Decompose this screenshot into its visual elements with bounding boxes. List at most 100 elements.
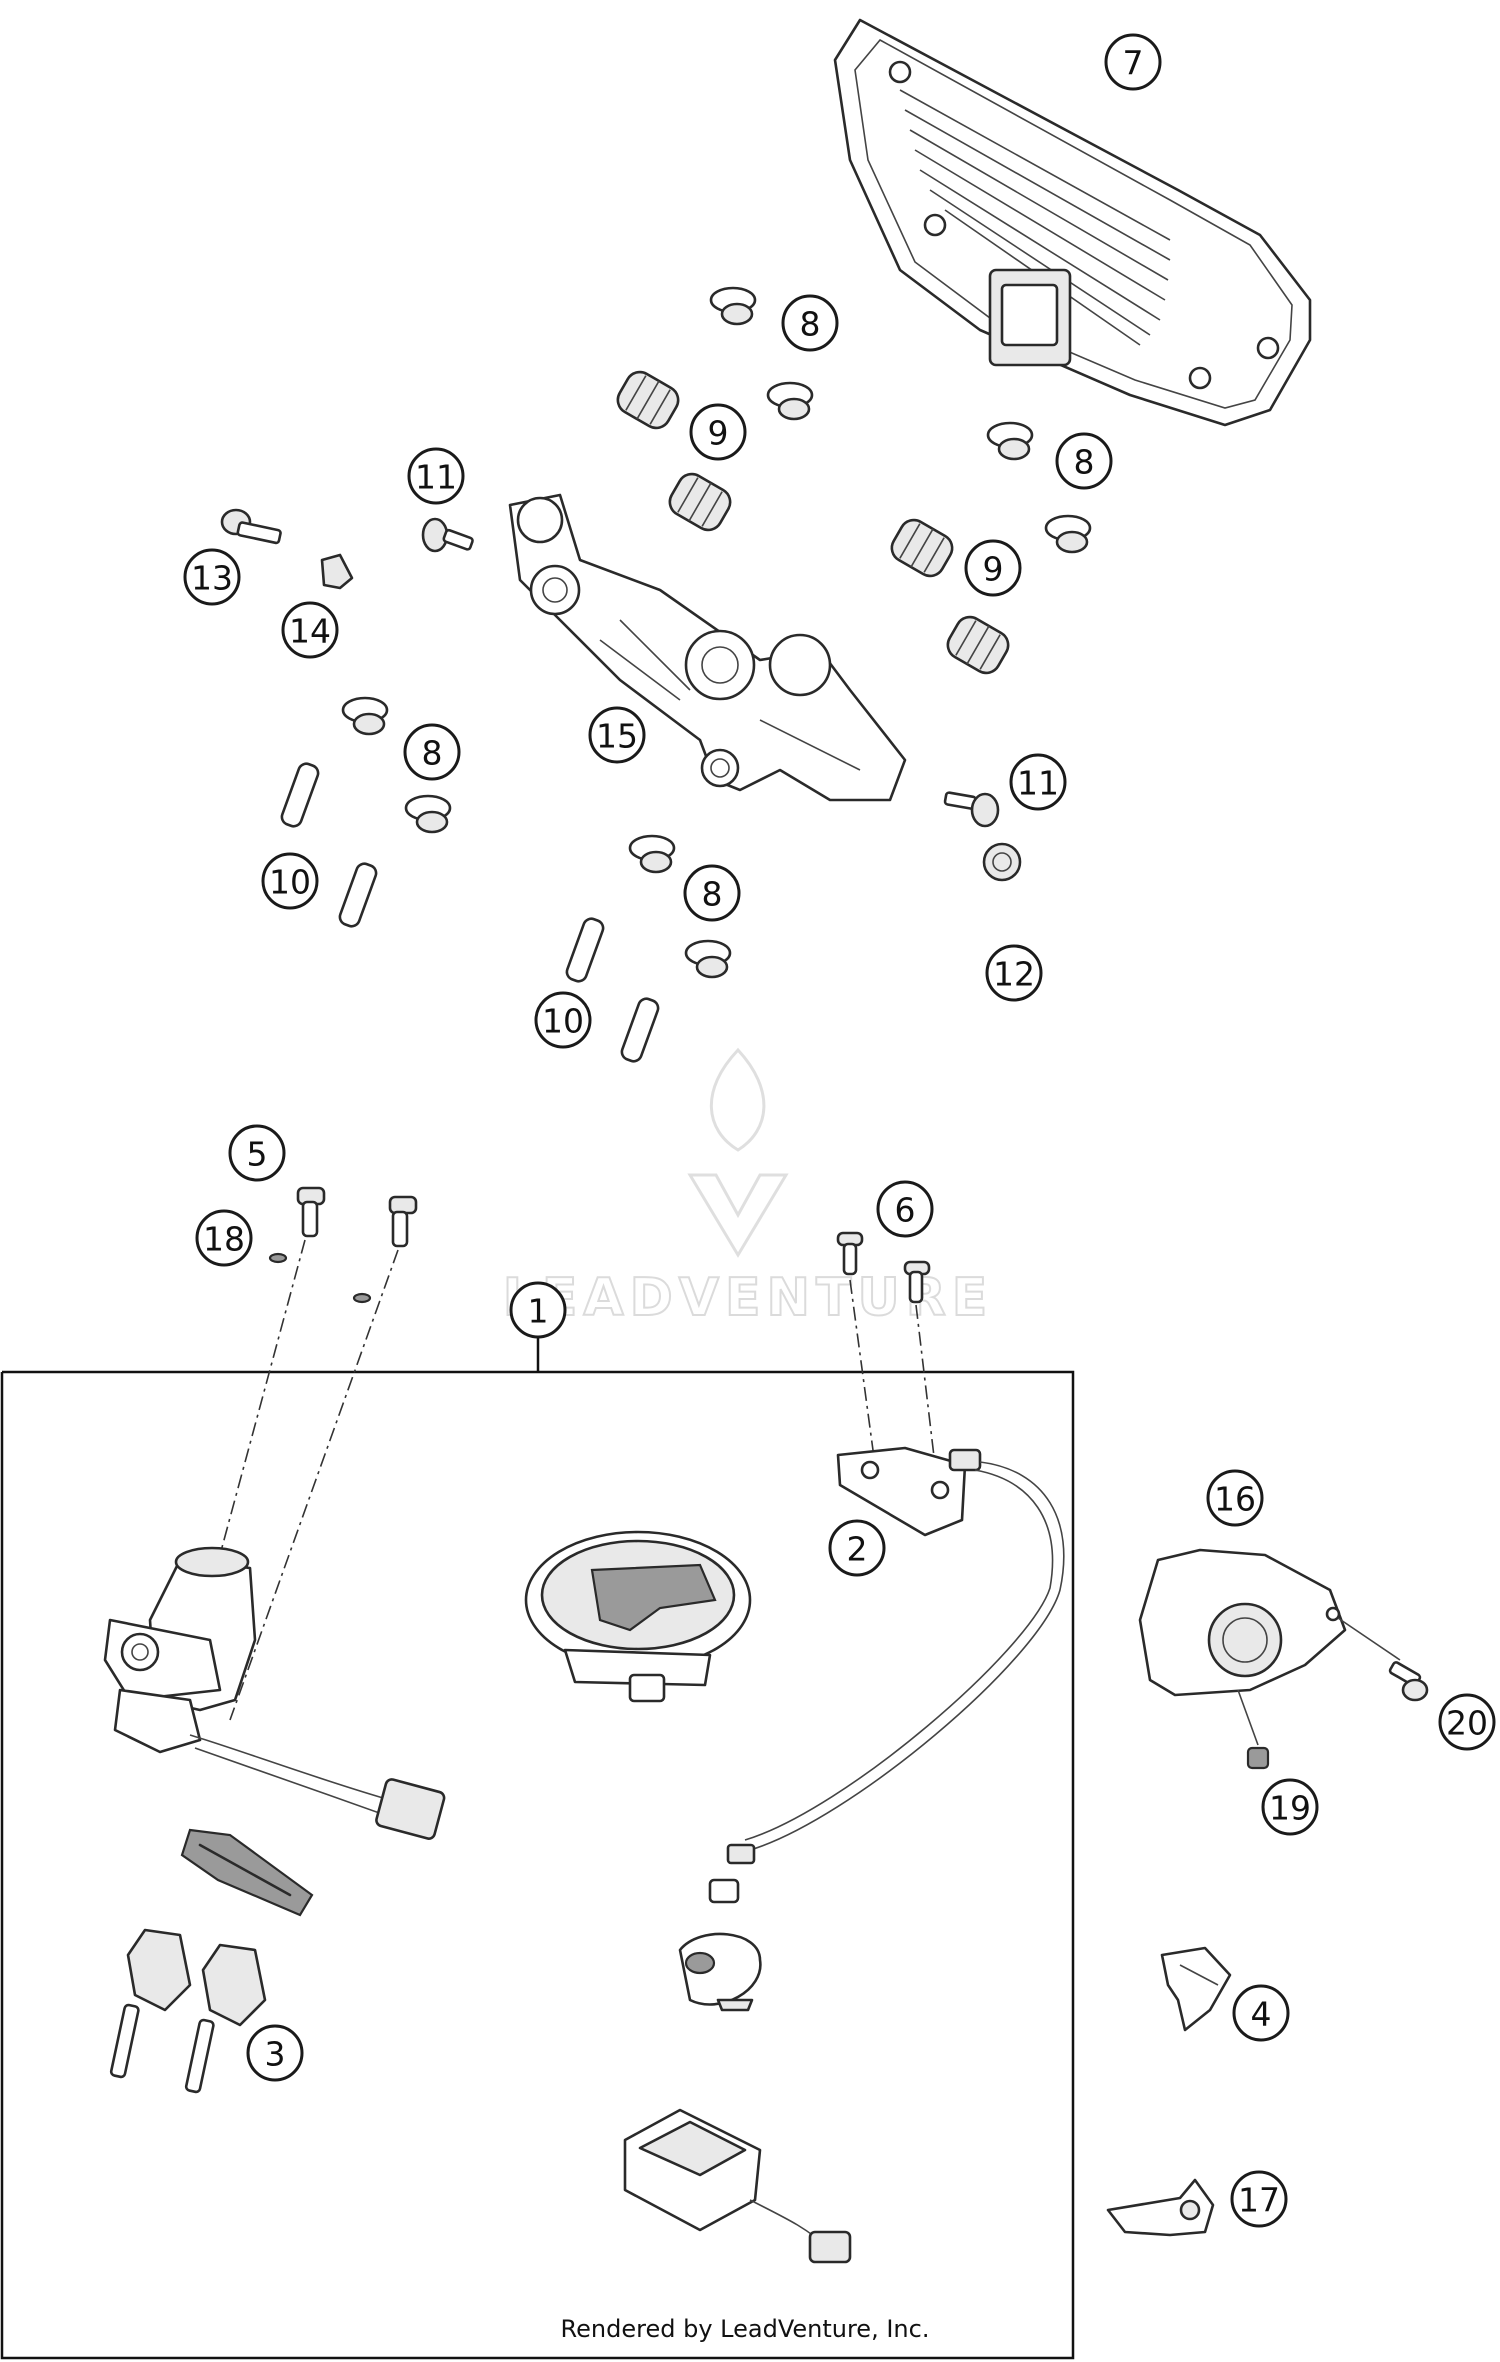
watermark-text: LEADVENTURE (503, 1268, 994, 1328)
screw-6-set (836, 1231, 936, 1466)
instrument-cluster (833, 18, 1312, 427)
callout-number: 3 (265, 2035, 286, 2074)
callout-circle (1104, 33, 1162, 91)
leadventure-watermark: LEADVENTURE (502, 1047, 994, 1329)
callout-3: 3 (246, 2024, 304, 2082)
callout-circle (985, 944, 1043, 1002)
callout-number: 16 (1214, 1480, 1256, 1519)
screw-19 (1246, 1746, 1270, 1770)
callout-number: 8 (800, 305, 821, 344)
callout-circle (407, 447, 465, 505)
callout-circle (403, 723, 461, 781)
callout-circle (588, 706, 646, 764)
callout-number: 18 (203, 1220, 245, 1259)
callout-11: 11 (1009, 753, 1067, 811)
callout-number: 9 (708, 414, 729, 453)
callout-5: 5 (228, 1124, 286, 1182)
callout-circle (1438, 1693, 1496, 1751)
grommet (982, 842, 1022, 882)
callout-number: 13 (191, 559, 233, 598)
callout-circle (689, 403, 747, 461)
mounting-bracket (508, 493, 907, 802)
callout-number: 15 (596, 717, 638, 756)
callout-number: 4 (1251, 1995, 1272, 2034)
bolt-13 (220, 508, 282, 545)
control-unit (623, 2108, 852, 2264)
callout-circle (781, 294, 839, 352)
callout-8: 8 (781, 294, 839, 352)
callout-circle (964, 539, 1022, 597)
callout-circle (246, 2024, 304, 2082)
callout-number: 14 (289, 612, 331, 651)
key-transponder (180, 1828, 314, 1917)
callout-9: 9 (964, 539, 1022, 597)
callout-9: 9 (689, 403, 747, 461)
kit-frame (0, 1338, 1075, 2360)
callout-1: 1 (509, 1281, 567, 1339)
rubber-damper-set (616, 370, 1010, 675)
callout-15: 15 (588, 706, 646, 764)
callout-number: 20 (1446, 1704, 1488, 1743)
callout-6: 6 (876, 1180, 934, 1238)
callout-8: 8 (403, 723, 461, 781)
ignition-lock (103, 1546, 446, 1840)
callout-7: 7 (1104, 33, 1162, 91)
callout-4: 4 (1232, 1984, 1290, 2042)
callout-number: 8 (702, 875, 723, 914)
callout-number: 1 (528, 1292, 549, 1331)
callout-number: 9 (983, 550, 1004, 589)
callout-number: 12 (993, 955, 1035, 994)
screw-20 (1388, 1661, 1429, 1702)
lock-housing-16 (1138, 1548, 1401, 1746)
callout-circle (1261, 1778, 1319, 1836)
callout-8: 8 (1055, 432, 1113, 490)
callout-number: 8 (1074, 443, 1095, 482)
callout-number: 2 (847, 1530, 868, 1569)
callout-circle (1232, 1984, 1290, 2042)
callout-2: 2 (828, 1519, 886, 1577)
callout-circle (228, 1124, 286, 1182)
callout-11: 11 (407, 447, 465, 505)
callout-circle (195, 1209, 253, 1267)
render-credit: Rendered by LeadVenture, Inc. (561, 2315, 930, 2343)
callout-circle (534, 991, 592, 1049)
callout-number: 17 (1238, 2181, 1280, 2220)
callout-16: 16 (1206, 1469, 1264, 1527)
callout-10: 10 (534, 991, 592, 1049)
key-set (109, 1928, 267, 2094)
sensor-2 (708, 1446, 1065, 1904)
spacer-sleeve-set (280, 762, 660, 1063)
callout-8: 8 (683, 864, 741, 922)
callout-20: 20 (1438, 1693, 1496, 1751)
callout-12: 12 (985, 944, 1043, 1002)
callout-labels: 7 8 9 8 11 9 13 14 15 8 11 10 8 12 10 5 6 18 1 16 2 20 19 4 3 17 (183, 33, 1496, 2228)
callout-18: 18 (195, 1209, 253, 1267)
callout-circle (183, 548, 241, 606)
callout-13: 13 (183, 548, 241, 606)
callout-number: 10 (542, 1002, 584, 1041)
callout-circle (281, 601, 339, 659)
callout-circle (1055, 432, 1113, 490)
screw-11-set (421, 517, 1000, 828)
callout-circle (1230, 2170, 1288, 2228)
callout-14: 14 (281, 601, 339, 659)
screw-5-set (169, 1186, 418, 1741)
callout-number: 8 (422, 734, 443, 773)
callout-number: 7 (1123, 44, 1144, 83)
callout-17: 17 (1230, 2170, 1288, 2228)
callout-19: 19 (1261, 1778, 1319, 1836)
callout-circle (1009, 753, 1067, 811)
clip-4 (1160, 1946, 1232, 2032)
callout-number: 11 (1017, 764, 1059, 803)
nut-14 (320, 553, 354, 590)
callout-circle (828, 1519, 886, 1577)
callout-circle (261, 852, 319, 910)
bushing-set (341, 286, 1092, 979)
bracket-17 (1106, 2178, 1215, 2237)
fuel-filler-cap (524, 1530, 752, 1703)
callout-number: 10 (269, 863, 311, 902)
callout-circle (509, 1281, 567, 1339)
callout-circle (683, 864, 741, 922)
callout-number: 19 (1269, 1789, 1311, 1828)
